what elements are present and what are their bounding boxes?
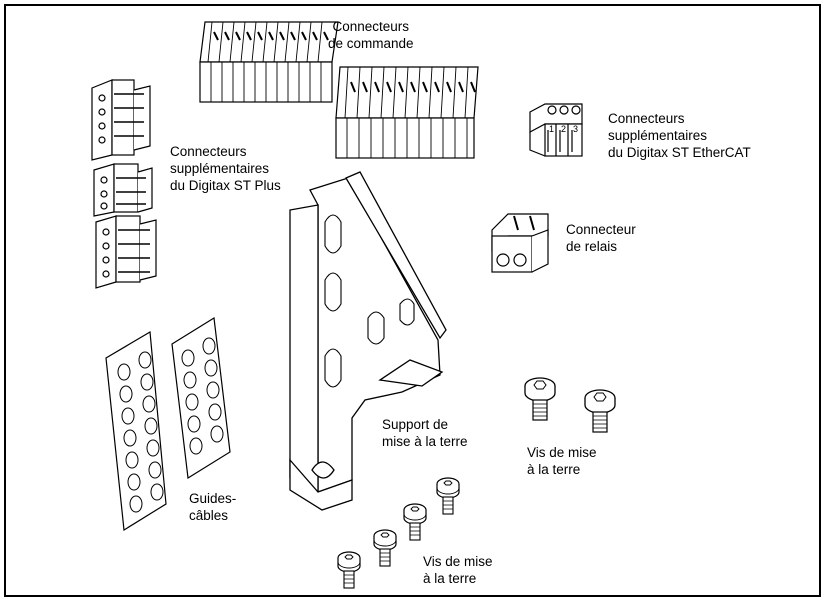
cable-guide-left	[105, 331, 167, 532]
ground-screw-large-1	[524, 377, 556, 421]
ethercat-connector: 1 2 3	[529, 103, 583, 157]
label-ground-screws-bottom: Vis de mise à la terre	[423, 553, 493, 587]
ethercat-pin-1: 1	[549, 124, 554, 134]
ground-screw-large-2	[584, 389, 616, 433]
label-line: Connecteurs	[608, 111, 685, 126]
label-line: de relais	[566, 239, 618, 254]
label-relay-connector: Connecteur de relais	[566, 221, 636, 255]
cable-guide-right	[171, 316, 231, 480]
plus-connector-bottom	[95, 215, 157, 289]
label-line: de commande	[328, 36, 414, 51]
label-line: à la terre	[423, 571, 477, 586]
label-ground-screws-right: Vis de mise à la terre	[527, 444, 597, 478]
label-line: supplémentaires	[608, 128, 708, 143]
label-line: câbles	[189, 508, 229, 523]
plus-connector-top	[91, 79, 151, 161]
label-control-connectors: Connecteurs de commande	[328, 18, 414, 52]
ground-screw-small-3	[373, 529, 397, 567]
ethercat-pin-3: 3	[573, 124, 578, 134]
label-plus-connectors: Connecteurs supplémentaires du Digitax S…	[170, 143, 281, 194]
label-line: Guides-	[189, 491, 237, 506]
label-grounding-bracket: Support de mise à la terre	[382, 416, 468, 450]
ethercat-pin-2: 2	[561, 124, 566, 134]
control-connector-right	[335, 66, 479, 159]
label-line: Support de	[382, 417, 449, 432]
label-line: supplémentaires	[170, 161, 270, 176]
label-cable-guides: Guides- câbles	[189, 490, 236, 524]
label-line: du Digitax ST Plus	[170, 178, 281, 193]
label-line: mise à la terre	[382, 434, 468, 449]
label-line: du Digitax ST EtherCAT	[608, 145, 751, 160]
plus-connector-middle	[93, 163, 153, 217]
grounding-bracket	[289, 171, 447, 511]
ground-screw-small-2	[403, 503, 427, 541]
label-line: Connecteur	[566, 222, 636, 237]
label-line: à la terre	[527, 462, 581, 477]
label-line: Connecteurs	[332, 19, 410, 34]
label-line: Vis de mise	[423, 554, 493, 569]
control-connector-left	[199, 21, 339, 103]
ground-screw-small-1	[436, 477, 460, 515]
label-ethercat-connectors: Connecteurs supplémentaires du Digitax S…	[608, 110, 751, 161]
label-line: Vis de mise	[527, 445, 597, 460]
ground-screw-small-4	[337, 551, 361, 589]
label-line: Connecteurs	[170, 144, 247, 159]
relay-connector	[491, 213, 549, 273]
